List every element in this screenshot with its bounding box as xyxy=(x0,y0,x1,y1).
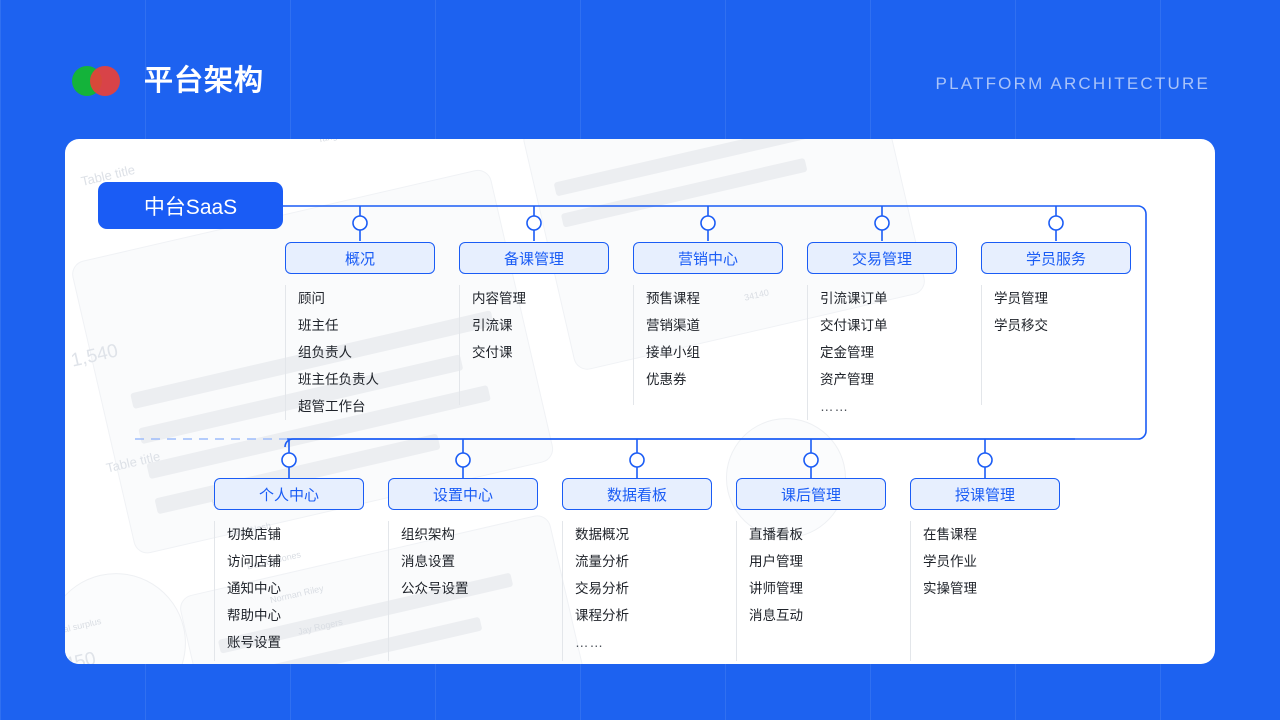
root-node-zhongtai-saas[interactable]: 中台SaaS xyxy=(98,182,283,229)
architecture-card: 1,540 540 450 Table title Table title Fi… xyxy=(65,139,1215,664)
list-item[interactable]: 引流课订单 xyxy=(820,291,888,306)
list-item[interactable]: 交付课订单 xyxy=(820,318,888,333)
module-item-list: 切换店铺 访问店铺 通知中心 帮助中心 账号设置 xyxy=(214,521,364,661)
module-label: 概况 xyxy=(344,250,375,268)
module-item-list: 内容管理 引流课 交付课 xyxy=(459,285,609,405)
module-item-list: 在售课程 学员作业 实操管理 xyxy=(910,521,1060,661)
list-item[interactable]: 账号设置 xyxy=(227,635,281,650)
list-item-ellipsis: …… xyxy=(820,399,849,414)
module-label: 营销中心 xyxy=(677,250,738,268)
list-item[interactable]: 顾问 xyxy=(298,291,325,306)
module-label: 备课管理 xyxy=(503,250,564,268)
architecture-diagram: 中台SaaS xyxy=(65,139,1215,664)
page-header: 平台架构 PLATFORM ARCHITECTURE xyxy=(0,52,1280,112)
list-item[interactable]: 学员移交 xyxy=(994,318,1048,333)
module-gaikuang[interactable]: 概况 顾问 班主任 组负责人 班主任负责人 超管工作台 xyxy=(285,242,435,420)
module-shuju-kanban[interactable]: 数据看板 数据概况 流量分析 交易分析 课程分析 …… xyxy=(562,478,712,661)
list-item[interactable]: 班主任负责人 xyxy=(298,372,379,387)
module-item-list: 预售课程 营销渠道 接单小组 优惠券 xyxy=(633,285,783,405)
module-chip[interactable]: 概况 xyxy=(285,242,435,274)
list-item[interactable]: 直播看板 xyxy=(749,527,803,542)
list-item[interactable]: 访问店铺 xyxy=(227,554,281,569)
list-item[interactable]: 课程分析 xyxy=(575,608,629,623)
list-item[interactable]: 学员管理 xyxy=(994,291,1048,306)
module-label: 授课管理 xyxy=(954,486,1015,504)
module-label: 个人中心 xyxy=(258,486,319,504)
list-item[interactable]: 资产管理 xyxy=(820,372,874,387)
module-yingxiao-zhongxin[interactable]: 营销中心 预售课程 营销渠道 接单小组 优惠券 xyxy=(633,242,783,405)
list-item[interactable]: 优惠券 xyxy=(646,372,687,387)
logo-circles-icon xyxy=(72,66,128,96)
module-jiaoyi-guanli[interactable]: 交易管理 引流课订单 交付课订单 定金管理 资产管理 …… xyxy=(807,242,957,420)
list-item[interactable]: 讲师管理 xyxy=(749,581,803,596)
list-item[interactable]: 消息互动 xyxy=(749,608,803,623)
module-chip[interactable]: 数据看板 xyxy=(562,478,712,510)
module-chip[interactable]: 营销中心 xyxy=(633,242,783,274)
list-item[interactable]: 公众号设置 xyxy=(401,581,469,596)
list-item[interactable]: 交易分析 xyxy=(575,581,629,596)
module-item-list: 直播看板 用户管理 讲师管理 消息互动 xyxy=(736,521,886,661)
list-item[interactable]: 组负责人 xyxy=(298,345,352,360)
module-shouke-guanli[interactable]: 授课管理 在售课程 学员作业 实操管理 xyxy=(910,478,1060,661)
module-label: 数据看板 xyxy=(606,486,667,504)
list-item[interactable]: 接单小组 xyxy=(646,345,700,360)
list-item[interactable]: 交付课 xyxy=(472,345,513,360)
list-item[interactable]: 实操管理 xyxy=(923,581,977,596)
module-label: 课后管理 xyxy=(780,486,841,504)
list-item[interactable]: 内容管理 xyxy=(472,291,526,306)
module-beike-guanli[interactable]: 备课管理 内容管理 引流课 交付课 xyxy=(459,242,609,405)
list-item[interactable]: 消息设置 xyxy=(401,554,455,569)
logo-red-circle-icon xyxy=(90,66,120,96)
module-chip[interactable]: 交易管理 xyxy=(807,242,957,274)
module-chip[interactable]: 设置中心 xyxy=(388,478,538,510)
module-geren-zhongxin[interactable]: 个人中心 切换店铺 访问店铺 通知中心 帮助中心 账号设置 xyxy=(214,478,364,661)
list-item[interactable]: 在售课程 xyxy=(923,527,977,542)
module-item-list: 引流课订单 交付课订单 定金管理 资产管理 …… xyxy=(807,285,957,420)
list-item[interactable]: 班主任 xyxy=(298,318,339,333)
list-item[interactable]: 数据概况 xyxy=(575,527,629,542)
module-chip[interactable]: 学员服务 xyxy=(981,242,1131,274)
list-item[interactable]: 组织架构 xyxy=(401,527,455,542)
list-item[interactable]: 定金管理 xyxy=(820,345,874,360)
list-item[interactable]: 预售课程 xyxy=(646,291,700,306)
list-item[interactable]: 用户管理 xyxy=(749,554,803,569)
module-label: 交易管理 xyxy=(851,250,912,268)
module-label: 学员服务 xyxy=(1025,250,1086,268)
list-item[interactable]: 切换店铺 xyxy=(227,527,281,542)
module-shezhi-zhongxin[interactable]: 设置中心 组织架构 消息设置 公众号设置 xyxy=(388,478,538,661)
module-chip[interactable]: 备课管理 xyxy=(459,242,609,274)
module-item-list: 学员管理 学员移交 xyxy=(981,285,1131,405)
list-item[interactable]: 通知中心 xyxy=(227,581,281,596)
list-item[interactable]: 超管工作台 xyxy=(298,399,366,414)
module-item-list: 组织架构 消息设置 公众号设置 xyxy=(388,521,538,661)
root-node-label: 中台SaaS xyxy=(143,195,238,219)
list-item[interactable]: 学员作业 xyxy=(923,554,977,569)
page-title: 平台架构 xyxy=(144,65,265,97)
module-chip[interactable]: 授课管理 xyxy=(910,478,1060,510)
module-chip[interactable]: 个人中心 xyxy=(214,478,364,510)
module-item-list: 数据概况 流量分析 交易分析 课程分析 …… xyxy=(562,521,712,661)
header-english-subtitle: PLATFORM ARCHITECTURE xyxy=(935,74,1210,93)
list-item[interactable]: 流量分析 xyxy=(575,554,629,569)
list-item[interactable]: 营销渠道 xyxy=(646,318,700,333)
list-item-ellipsis: …… xyxy=(575,635,604,650)
list-item[interactable]: 帮助中心 xyxy=(227,608,281,623)
brand-logo: 平台架构 xyxy=(72,66,264,96)
module-label: 设置中心 xyxy=(432,486,493,504)
module-chip[interactable]: 课后管理 xyxy=(736,478,886,510)
module-kehou-guanli[interactable]: 课后管理 直播看板 用户管理 讲师管理 消息互动 xyxy=(736,478,886,661)
module-item-list: 顾问 班主任 组负责人 班主任负责人 超管工作台 xyxy=(285,285,435,420)
module-xueyuan-fuwu[interactable]: 学员服务 学员管理 学员移交 xyxy=(981,242,1131,405)
list-item[interactable]: 引流课 xyxy=(472,318,513,333)
